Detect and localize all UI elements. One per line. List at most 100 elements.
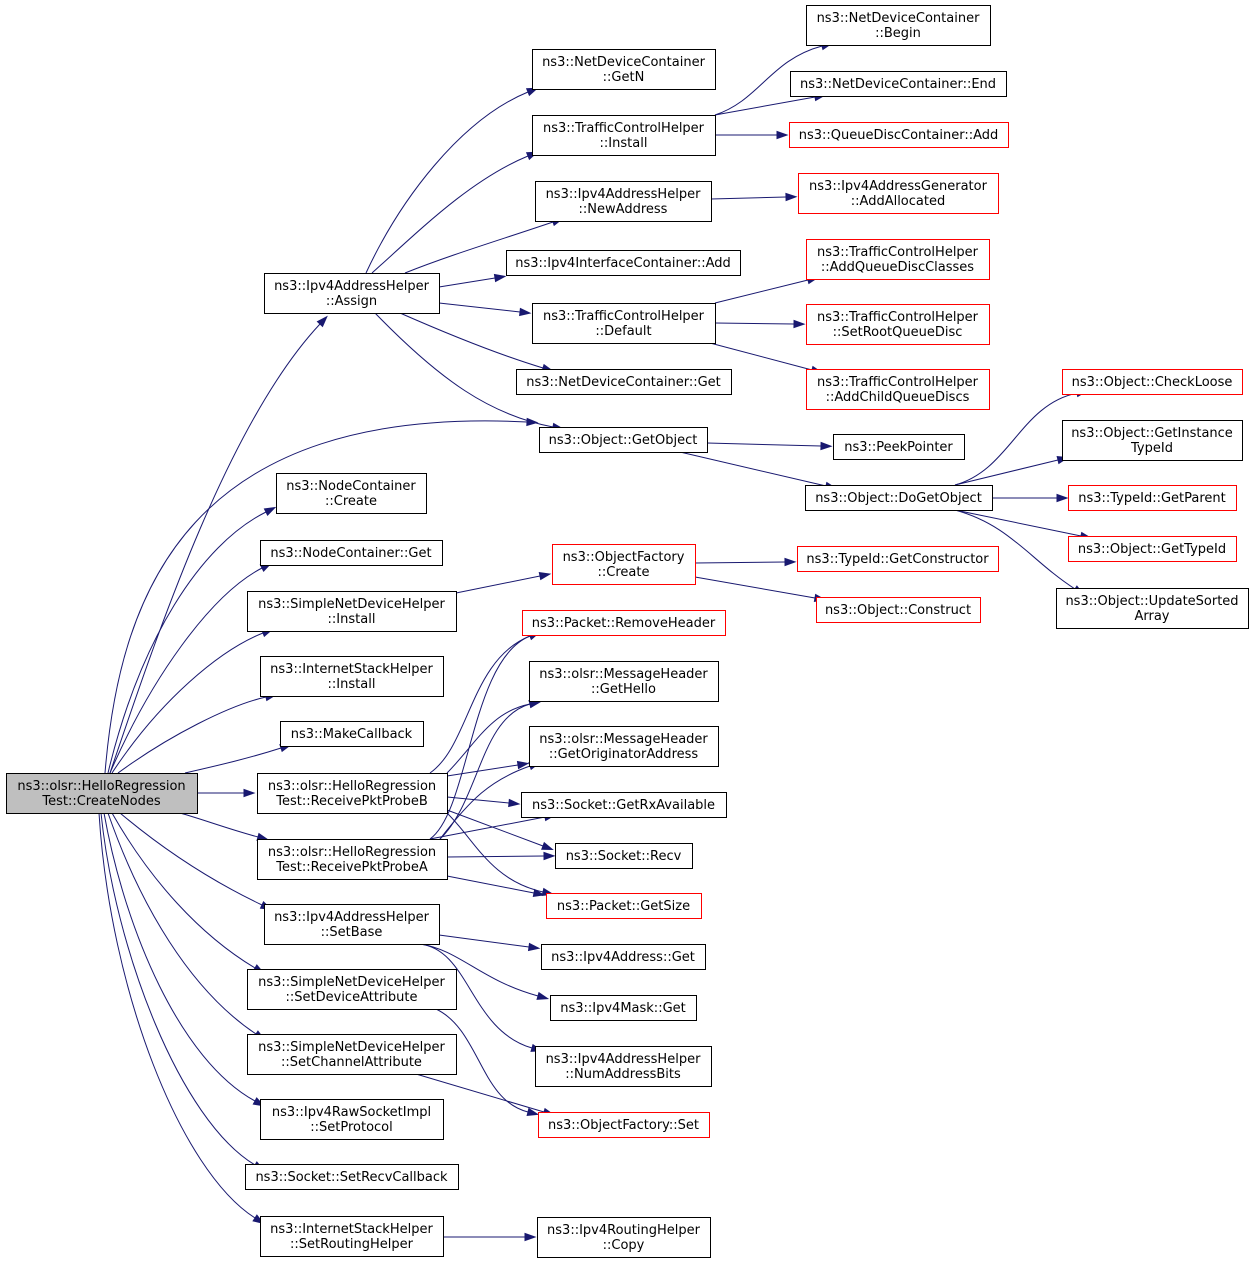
node-mhGetOrig[interactable]: ns3::olsr::MessageHeader::GetOriginatorA… [529,726,719,767]
node-box[interactable] [1062,420,1243,461]
node-box[interactable] [550,995,697,1021]
node-tchInstall[interactable]: ns3::TrafficControlHelper::Install [532,115,716,156]
node-box[interactable] [833,434,965,460]
node-root[interactable]: ns3::olsr::HelloRegressionTest::CreateNo… [6,773,198,814]
node-tchAddChild[interactable]: ns3::TrafficControlHelper::AddChildQueue… [806,369,990,410]
node-tchDefault[interactable]: ns3::TrafficControlHelper::Default [532,303,716,344]
node-ipv4RhCopy[interactable]: ns3::Ipv4RoutingHelper::Copy [537,1217,711,1258]
node-sockRecv[interactable]: ns3::Socket::Recv [555,843,693,869]
node-sndhInstall[interactable]: ns3::SimpleNetDeviceHelper::Install [247,591,457,632]
node-tidGetCtor[interactable]: ns3::TypeId::GetConstructor [797,546,999,572]
node-ishSetRouting[interactable]: ns3::InternetStackHelper::SetRoutingHelp… [260,1216,444,1257]
node-mhGetHello[interactable]: ns3::olsr::MessageHeader::GetHello [529,661,719,702]
node-objCheckLoose[interactable]: ns3::Object::CheckLoose [1062,369,1243,395]
node-peekPointer[interactable]: ns3::PeekPointer [833,434,965,460]
node-box[interactable] [260,656,444,697]
node-objGetTypeId[interactable]: ns3::Object::GetTypeId [1068,536,1237,562]
node-ofSet[interactable]: ns3::ObjectFactory::Set [538,1112,710,1138]
node-makeCallback[interactable]: ns3::MakeCallback [280,721,424,747]
node-box[interactable] [521,792,727,818]
node-sndhSetDevAttr[interactable]: ns3::SimpleNetDeviceHelper::SetDeviceAtt… [247,969,457,1010]
node-box[interactable] [247,969,457,1010]
node-box[interactable] [798,173,999,214]
node-box[interactable] [790,71,1007,97]
node-pktRemoveHdr[interactable]: ns3::Packet::RemoveHeader [522,610,726,636]
node-box[interactable] [806,369,990,410]
node-box[interactable] [532,115,716,156]
node-box[interactable] [1068,536,1237,562]
node-box[interactable] [537,1217,711,1258]
node-box[interactable] [535,181,712,222]
node-objDoGet[interactable]: ns3::Object::DoGetObject [805,485,993,511]
node-box[interactable] [257,839,448,880]
node-box[interactable] [1068,485,1237,511]
node-box[interactable] [264,904,440,945]
node-sockSetRecvCb[interactable]: ns3::Socket::SetRecvCallback [245,1164,459,1190]
node-box[interactable] [276,473,427,514]
node-box[interactable] [552,544,696,585]
node-box[interactable] [506,250,741,276]
node-box[interactable] [6,773,198,814]
node-recvB[interactable]: ns3::olsr::HelloRegressionTest::ReceiveP… [257,773,448,814]
node-ipv4assign[interactable]: ns3::Ipv4AddressHelper::Assign [264,273,440,314]
node-ipv4MaskGet[interactable]: ns3::Ipv4Mask::Get [550,995,697,1021]
node-sockRxAvail[interactable]: ns3::Socket::GetRxAvailable [521,792,727,818]
node-objConstruct[interactable]: ns3::Object::Construct [816,597,981,623]
node-ndcEnd[interactable]: ns3::NetDeviceContainer::End [790,71,1007,97]
node-sndhSetChAttr[interactable]: ns3::SimpleNetDeviceHelper::SetChannelAt… [247,1034,457,1075]
node-objGetObject[interactable]: ns3::Object::GetObject [539,427,708,453]
node-box[interactable] [539,427,708,453]
node-box[interactable] [260,1099,444,1140]
node-box[interactable] [260,540,443,566]
node-box[interactable] [806,304,990,345]
node-box[interactable] [264,273,440,314]
node-box[interactable] [522,610,726,636]
node-tidGetParent[interactable]: ns3::TypeId::GetParent [1068,485,1237,511]
node-tchSetRoot[interactable]: ns3::TrafficControlHelper::SetRootQueueD… [806,304,990,345]
node-ipv4SetBase[interactable]: ns3::Ipv4AddressHelper::SetBase [264,904,440,945]
node-box[interactable] [1056,588,1249,629]
node-box[interactable] [529,661,719,702]
node-box[interactable] [806,239,990,280]
node-box[interactable] [806,5,991,46]
node-ipv4NumBits[interactable]: ns3::Ipv4AddressHelper::NumAddressBits [535,1046,712,1087]
node-ipv4NewAddr[interactable]: ns3::Ipv4AddressHelper::NewAddress [535,181,712,222]
node-ipv4GenAlloc[interactable]: ns3::Ipv4AddressGenerator::AddAllocated [798,173,999,214]
node-ndcGetN[interactable]: ns3::NetDeviceContainer::GetN [532,49,716,90]
node-tchAddQDC[interactable]: ns3::TrafficControlHelper::AddQueueDiscC… [806,239,990,280]
node-ncCreate[interactable]: ns3::NodeContainer::Create [276,473,427,514]
node-box[interactable] [260,1216,444,1257]
node-box[interactable] [1062,369,1243,395]
node-box[interactable] [532,303,716,344]
node-ipv4IfcAdd[interactable]: ns3::Ipv4InterfaceContainer::Add [506,250,741,276]
node-box[interactable] [280,721,424,747]
node-box[interactable] [555,843,693,869]
node-ncGet[interactable]: ns3::NodeContainer::Get [260,540,443,566]
node-box[interactable] [535,1046,712,1087]
node-box[interactable] [805,485,993,511]
node-box[interactable] [245,1164,459,1190]
node-box[interactable] [797,546,999,572]
node-ipv4AddrGet[interactable]: ns3::Ipv4Address::Get [541,944,706,970]
node-box[interactable] [516,369,732,395]
node-ndcBegin[interactable]: ns3::NetDeviceContainer::Begin [806,5,991,46]
node-box[interactable] [546,893,702,919]
node-ishInstall[interactable]: ns3::InternetStackHelper::Install [260,656,444,697]
node-box[interactable] [816,597,981,623]
node-box[interactable] [538,1112,710,1138]
node-box[interactable] [247,591,457,632]
node-qdcAdd[interactable]: ns3::QueueDiscContainer::Add [789,122,1009,148]
node-box[interactable] [789,122,1009,148]
node-box[interactable] [532,49,716,90]
node-pktGetSize[interactable]: ns3::Packet::GetSize [546,893,702,919]
node-recvA[interactable]: ns3::olsr::HelloRegressionTest::ReceiveP… [257,839,448,880]
node-box[interactable] [247,1034,457,1075]
node-ndcGet[interactable]: ns3::NetDeviceContainer::Get [516,369,732,395]
node-ofCreate[interactable]: ns3::ObjectFactory::Create [552,544,696,585]
node-rawSetProto[interactable]: ns3::Ipv4RawSocketImpl::SetProtocol [260,1099,444,1140]
node-box[interactable] [529,726,719,767]
node-box[interactable] [257,773,448,814]
node-box[interactable] [541,944,706,970]
